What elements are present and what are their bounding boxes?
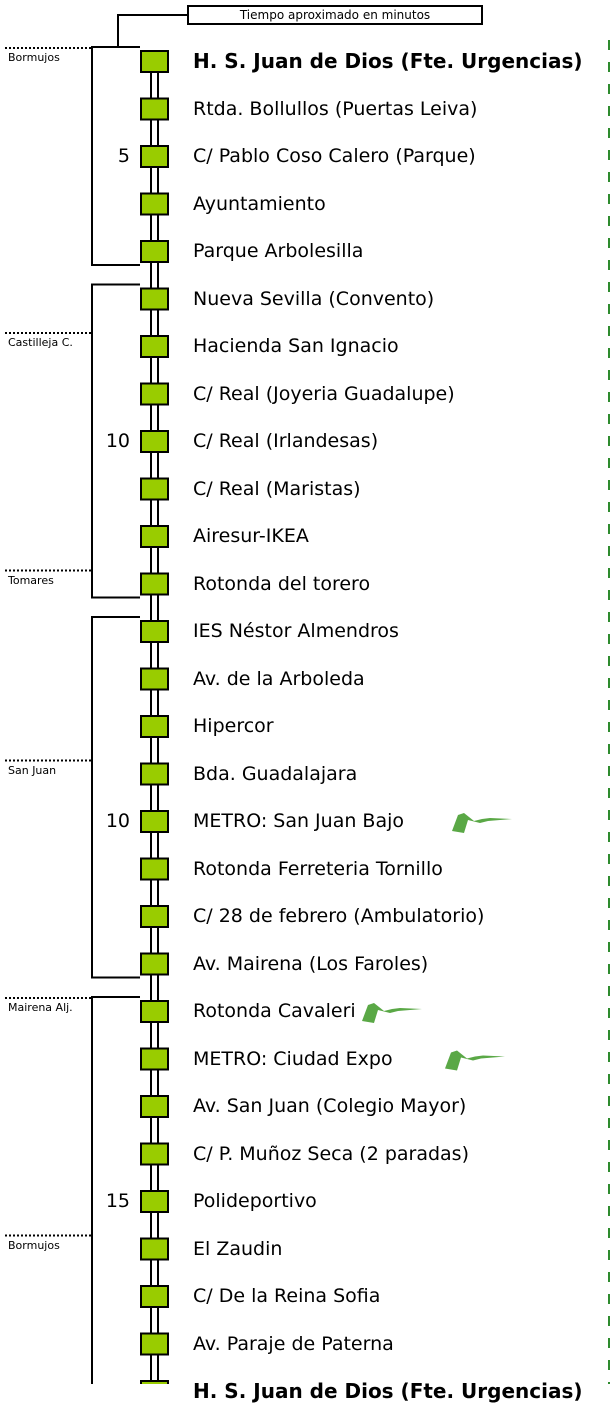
stop-label: Rtda. Bollullos (Puertas Leiva) xyxy=(193,97,478,120)
stop-marker xyxy=(140,667,169,691)
stop-label: Bda. Guadalajara xyxy=(193,762,358,785)
stop-marker xyxy=(140,525,169,548)
stop-label: Av. San Juan (Colegio Mayor) xyxy=(193,1095,467,1117)
stop-marker xyxy=(140,810,169,833)
stop-label: C/ Real (Joyeria Guadalupe) xyxy=(193,382,455,405)
stop-label: Av. Paraje de Paterna xyxy=(193,1332,394,1355)
stop-label: C/ 28 de febrero (Ambulatorio) xyxy=(193,905,485,927)
legend-box: Tiempo aproximado en minutos xyxy=(187,5,483,25)
stop-marker xyxy=(140,762,169,786)
stop-label: Ayuntamiento xyxy=(193,192,326,215)
town-label: Castilleja C. xyxy=(8,336,73,349)
stop-marker xyxy=(140,240,169,263)
stop-marker xyxy=(140,1142,169,1166)
stop-marker xyxy=(140,1285,169,1308)
stop-marker xyxy=(140,1000,169,1023)
stop-marker xyxy=(140,620,169,643)
stop-label: H. S. Juan de Dios (Fte. Urgencias) xyxy=(193,1379,583,1403)
time-bracket xyxy=(91,616,140,979)
town-label: Bormujos xyxy=(8,1238,60,1252)
stop-marker xyxy=(140,477,169,501)
metro-logo-icon xyxy=(445,1050,505,1071)
stop-label: METRO: Ciudad Expo xyxy=(193,1047,393,1070)
stop-label: Parque Arbolesilla xyxy=(193,240,364,262)
stop-marker xyxy=(140,1332,169,1356)
time-bracket xyxy=(91,996,140,1384)
stop-label: METRO: San Juan Bajo xyxy=(193,810,405,832)
town-label: San Juan xyxy=(8,763,57,777)
stop-label: Nueva Sevilla (Convento) xyxy=(193,287,435,310)
stop-marker xyxy=(140,382,169,406)
time-bracket xyxy=(91,46,140,266)
stop-marker xyxy=(140,905,169,928)
stop-label: Rotonda del torero xyxy=(193,572,371,595)
stop-label: C/ Real (Maristas) xyxy=(193,477,361,500)
stop-marker xyxy=(140,857,169,881)
stop-marker xyxy=(140,952,169,976)
stop-marker xyxy=(140,1047,169,1071)
stop-marker xyxy=(140,1380,169,1384)
legend-text: Tiempo aproximado en minutos xyxy=(239,8,431,22)
stop-label: Hipercor xyxy=(193,715,274,737)
segment-minutes-label: 5 xyxy=(117,145,130,167)
stop-label: El Zaudin xyxy=(193,1237,283,1260)
town-label: Bormujos xyxy=(8,51,60,64)
stop-label: C/ Real (Irlandesas) xyxy=(193,430,379,452)
stop-label: C/ De la Reina Sofia xyxy=(193,1285,381,1307)
stop-marker xyxy=(140,715,169,738)
stop-label: C/ P. Muñoz Seca (2 paradas) xyxy=(193,1142,469,1165)
stop-label: Airesur-IKEA xyxy=(193,525,309,547)
stop-marker xyxy=(140,50,169,73)
segment-minutes-label: 15 xyxy=(105,1190,130,1212)
stop-marker xyxy=(140,192,169,216)
segment-minutes-label: 10 xyxy=(105,810,130,832)
stop-label: Hacienda San Ignacio xyxy=(193,335,399,357)
metro-logo-icon xyxy=(362,1003,422,1023)
stop-marker xyxy=(140,572,169,596)
stop-marker xyxy=(140,145,169,168)
stop-marker xyxy=(140,430,169,453)
stop-marker xyxy=(140,1095,169,1118)
stop-marker xyxy=(140,1237,169,1261)
stop-label: Av. de la Arboleda xyxy=(193,667,365,690)
legend-connector-line xyxy=(92,14,187,48)
stop-marker xyxy=(140,1190,169,1213)
stop-label: Rotonda Cavaleri xyxy=(193,1000,356,1022)
stop-marker xyxy=(140,335,169,358)
stop-marker xyxy=(140,97,169,121)
town-label: Tomares xyxy=(8,573,54,587)
stop-label: Rotonda Ferreteria Tornillo xyxy=(193,857,443,880)
stop-label: Polideportivo xyxy=(193,1190,317,1212)
stop-label: IES Néstor Almendros xyxy=(193,620,399,642)
stop-label: H. S. Juan de Dios (Fte. Urgencias) xyxy=(193,49,583,73)
time-bracket xyxy=(91,283,140,599)
stop-label: C/ Pablo Coso Calero (Parque) xyxy=(193,145,476,167)
metro-logo-icon xyxy=(452,813,512,833)
town-label: Mairena Alj. xyxy=(8,1001,73,1014)
segment-minutes-label: 10 xyxy=(105,430,130,452)
stop-label: Av. Mairena (Los Faroles) xyxy=(193,952,429,975)
stop-marker xyxy=(140,287,169,311)
